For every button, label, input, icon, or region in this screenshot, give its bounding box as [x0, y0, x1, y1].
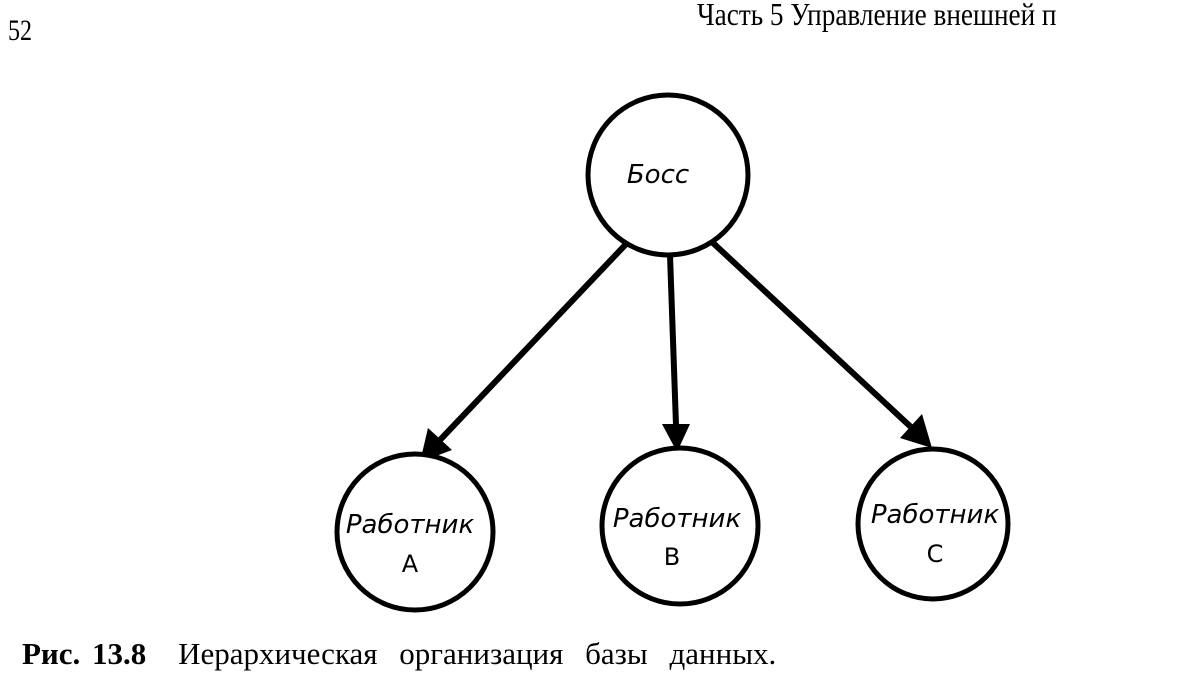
- edge-boss-a: [420, 239, 631, 462]
- node-boss-label: Босс: [627, 160, 689, 190]
- node-worker-c-label: Работник: [871, 500, 1000, 530]
- page-number: 52: [8, 14, 32, 47]
- node-worker-b-sub: B: [664, 543, 680, 571]
- edge-boss-c: [709, 239, 932, 448]
- edge-boss-b: [662, 254, 690, 452]
- node-worker-c: Работник C: [855, 446, 1011, 602]
- node-worker-b-label: Работник: [613, 504, 742, 534]
- figure-number: Рис. 13.8: [22, 636, 147, 671]
- node-worker-a: Работник A: [334, 451, 496, 613]
- node-worker-a-label: Работник: [346, 510, 475, 540]
- node-worker-b: Работник B: [599, 445, 761, 607]
- node-boss: Босс: [585, 92, 751, 258]
- node-worker-c-sub: C: [927, 540, 944, 568]
- running-title: Часть 5 Управление внешней п: [697, 0, 1057, 32]
- figure-caption: Рис. 13.8 Иерархическая организация базы…: [22, 636, 776, 672]
- figure-caption-text: Иерархическая организация базы данных.: [178, 636, 777, 671]
- node-worker-a-sub: A: [402, 550, 419, 578]
